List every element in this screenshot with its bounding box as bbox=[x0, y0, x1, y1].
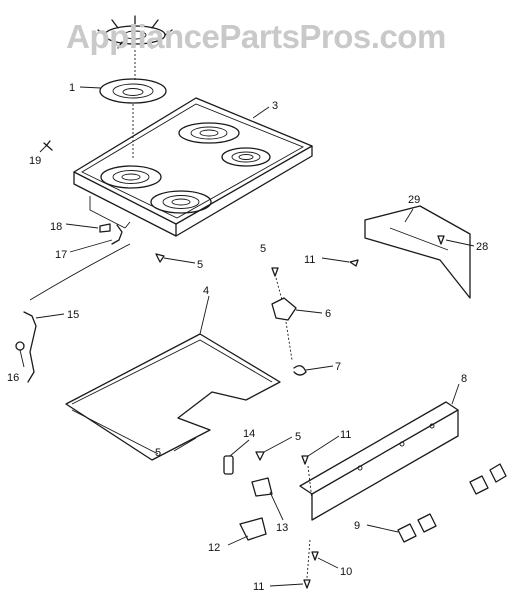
callout-15: 15 bbox=[67, 309, 79, 321]
part-9-knobs bbox=[397, 463, 507, 543]
part-11-screw-upper bbox=[349, 259, 359, 267]
part-17-bracket bbox=[111, 224, 123, 245]
part-19-spring bbox=[43, 140, 53, 151]
part-10-screw bbox=[311, 551, 319, 561]
callout-12: 12 bbox=[208, 542, 220, 554]
callout-5-mid: 5 bbox=[260, 243, 266, 255]
callout-13: 13 bbox=[276, 522, 288, 534]
callout-7: 7 bbox=[335, 361, 341, 373]
callout-28: 28 bbox=[476, 241, 488, 253]
burner-bowl bbox=[99, 78, 167, 104]
part-11-screw-bottom bbox=[303, 579, 311, 589]
callout-19: 19 bbox=[29, 155, 41, 167]
callout-11-upper: 11 bbox=[304, 254, 315, 266]
callout-11-bottom: 11 bbox=[253, 581, 264, 593]
part-11-screw-right bbox=[301, 455, 309, 465]
part-5-screw-mid bbox=[271, 267, 279, 277]
callout-3: 3 bbox=[272, 100, 278, 112]
callout-17: 17 bbox=[55, 249, 67, 261]
part-13-bracket bbox=[251, 477, 273, 497]
callout-5-left: 5 bbox=[155, 447, 161, 459]
callout-6: 6 bbox=[325, 308, 331, 320]
part-5-screw-lower bbox=[255, 451, 265, 461]
callout-labels: 1 3 19 18 17 5 5 29 11 28 4 6 15 16 7 8 … bbox=[7, 82, 488, 593]
callout-18: 18 bbox=[50, 221, 62, 233]
callout-4: 4 bbox=[203, 285, 209, 297]
part-28-screw bbox=[437, 235, 445, 245]
callout-16: 16 bbox=[7, 372, 19, 384]
part-18-clip bbox=[99, 223, 111, 233]
cooktop bbox=[73, 97, 313, 237]
part-7-clip bbox=[293, 365, 307, 376]
part-29-rear-panel bbox=[364, 205, 471, 299]
part-6-bracket bbox=[271, 297, 297, 321]
callout-1: 1 bbox=[69, 82, 75, 94]
burner-grate bbox=[97, 15, 173, 49]
part-12-cover bbox=[239, 517, 267, 541]
callout-11-right: 11 bbox=[340, 429, 351, 441]
part-4-burner-box bbox=[65, 333, 281, 461]
part-14-valve bbox=[223, 455, 234, 475]
part-5-screw-top bbox=[155, 253, 165, 263]
callout-9: 9 bbox=[354, 520, 360, 532]
part-8-manifold-panel bbox=[299, 401, 459, 521]
callout-5-right: 5 bbox=[295, 431, 301, 443]
callout-5-top: 5 bbox=[197, 259, 203, 271]
callout-8: 8 bbox=[461, 373, 467, 385]
callout-29: 29 bbox=[408, 194, 420, 206]
callout-14: 14 bbox=[243, 428, 255, 440]
leader-lines bbox=[19, 86, 475, 587]
callout-10: 10 bbox=[340, 566, 352, 578]
